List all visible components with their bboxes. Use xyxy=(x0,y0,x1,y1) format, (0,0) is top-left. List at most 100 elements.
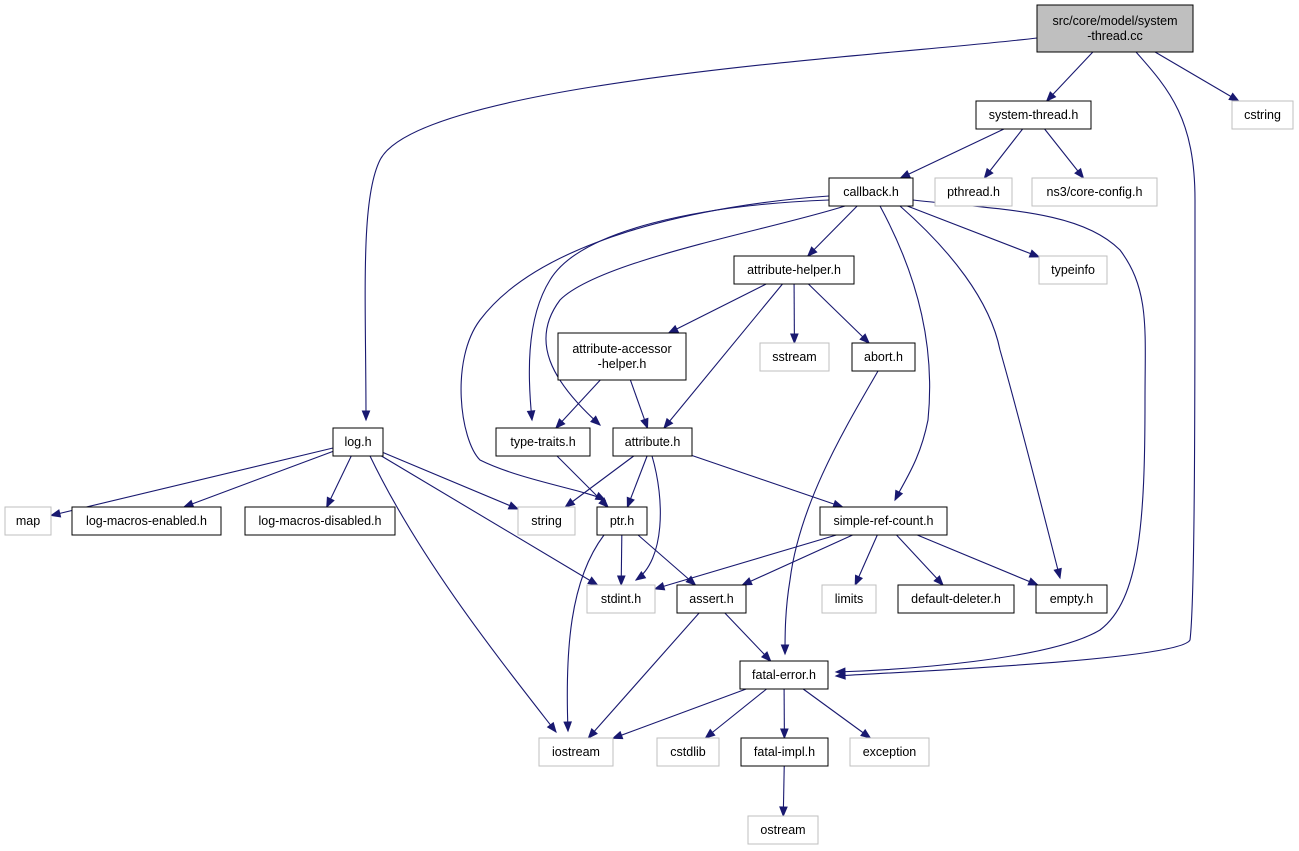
edge-line xyxy=(899,205,1061,579)
edge-line xyxy=(724,612,772,662)
node-default-deleter-h[interactable]: default-deleter.h xyxy=(897,584,1015,614)
edge-arrowhead xyxy=(616,575,626,587)
node-log-macros-enabled-h[interactable]: log-macros-enabled.h xyxy=(71,506,222,536)
node-typeinfo: typeinfo xyxy=(1038,255,1108,285)
edge-attribute-h-to-ptr-h xyxy=(626,455,648,509)
node-empty-h[interactable]: empty.h xyxy=(1035,584,1108,614)
edge-log-h-to-stdint-h xyxy=(381,455,599,586)
node-box xyxy=(849,737,930,767)
node-box xyxy=(740,737,829,767)
node-label: fatal-impl.h xyxy=(754,745,815,759)
node-label: log-macros-disabled.h xyxy=(259,514,382,528)
node-log-h[interactable]: log.h xyxy=(332,427,384,457)
edge-log-h-to-map xyxy=(49,447,334,518)
edge-arrowhead xyxy=(933,575,944,586)
edge-fatal-error-h-to-cstdlib xyxy=(704,688,767,739)
node-fatal-error-h[interactable]: fatal-error.h xyxy=(739,660,829,690)
node-label: ns3/core-config.h xyxy=(1047,185,1143,199)
node-abort-h[interactable]: abort.h xyxy=(851,342,916,372)
node-box xyxy=(656,737,720,767)
edge-line xyxy=(654,534,837,590)
edge-arrowhead xyxy=(859,333,871,344)
node-attribute-helper-h[interactable]: attribute-helper.h xyxy=(733,255,855,285)
edge-attribute-helper-h-to-sstream xyxy=(790,283,799,345)
node-label: iostream xyxy=(552,745,600,759)
node-iostream: iostream xyxy=(538,737,614,767)
node-box xyxy=(586,584,656,614)
edge-callback-h-to-fatal-error-h xyxy=(834,199,1146,677)
edge-line xyxy=(556,455,609,508)
node-root[interactable]: src/core/model/system-thread.cc xyxy=(1036,4,1194,53)
edge-root-to-log-h xyxy=(361,37,1038,422)
edge-line xyxy=(460,195,830,501)
node-label: -thread.cc xyxy=(1087,29,1143,43)
edge-arrowhead xyxy=(1028,249,1041,258)
edge-simple-ref-count-h-to-assert-h xyxy=(741,534,853,586)
edge-fatal-impl-h-to-ostream xyxy=(779,765,788,818)
edge-arrowhead xyxy=(507,501,520,510)
edge-arrowhead xyxy=(626,496,635,509)
node-box xyxy=(612,427,693,457)
node-label: stdint.h xyxy=(601,592,641,606)
edge-line xyxy=(381,455,598,586)
edge-line xyxy=(369,455,557,733)
node-box xyxy=(332,427,384,457)
edge-type-traits-h-to-ptr-h xyxy=(556,455,609,508)
node-log-macros-disabled-h[interactable]: log-macros-disabled.h xyxy=(244,506,396,536)
edge-system-thread-h-to-core-config-h xyxy=(1044,128,1085,180)
edge-line xyxy=(784,370,879,655)
edge-line xyxy=(917,534,1038,586)
node-box xyxy=(596,506,648,536)
edge-line xyxy=(364,37,1038,421)
node-attribute-accessor-helper-h[interactable]: attribute-accessor-helper.h xyxy=(557,332,687,381)
node-label: ostream xyxy=(760,823,805,837)
edge-callback-h-to-type-traits-h xyxy=(526,199,830,422)
node-assert-h[interactable]: assert.h xyxy=(676,584,747,614)
edge-abort-h-to-fatal-error-h xyxy=(780,370,879,656)
edge-arrowhead xyxy=(1053,567,1062,580)
edge-arrowhead xyxy=(1228,92,1240,102)
edge-ptr-h-to-iostream xyxy=(563,534,605,733)
edge-root-to-cstring xyxy=(1154,51,1240,102)
node-type-traits-h[interactable]: type-traits.h xyxy=(495,427,591,457)
edge-line xyxy=(587,612,700,739)
edge-callback-h-to-empty-h xyxy=(899,205,1062,580)
node-label: simple-ref-count.h xyxy=(833,514,933,528)
edge-line xyxy=(835,51,1196,677)
edge-line xyxy=(1044,128,1084,179)
edge-line xyxy=(382,451,519,510)
node-callback-h[interactable]: callback.h xyxy=(828,177,914,207)
edge-arrowhead xyxy=(590,415,602,426)
edge-line xyxy=(896,534,944,586)
node-label: sstream xyxy=(772,350,816,364)
node-attribute-h[interactable]: attribute.h xyxy=(612,427,693,457)
node-label: string xyxy=(531,514,562,528)
node-label: system-thread.h xyxy=(989,108,1079,122)
node-exception: exception xyxy=(849,737,930,767)
edge-line xyxy=(983,128,1024,179)
edge-arrowhead xyxy=(779,806,788,818)
node-box xyxy=(1031,177,1158,207)
node-simple-ref-count-h[interactable]: simple-ref-count.h xyxy=(819,506,948,536)
node-ptr-h[interactable]: ptr.h xyxy=(596,506,648,536)
edge-arrowhead xyxy=(1027,577,1040,586)
node-box xyxy=(851,342,916,372)
edge-line xyxy=(807,205,858,257)
edge-log-h-to-log-macros-disabled-h xyxy=(326,455,352,509)
edge-arrowhead xyxy=(790,333,799,345)
edge-line xyxy=(637,534,696,586)
node-map: map xyxy=(4,506,52,536)
node-label: assert.h xyxy=(689,592,734,606)
edges-layer xyxy=(49,37,1240,818)
edge-line xyxy=(900,128,1005,179)
node-fatal-impl-h[interactable]: fatal-impl.h xyxy=(740,737,829,767)
edge-attribute-h-to-simple-ref-count-h xyxy=(691,454,844,509)
node-box xyxy=(733,255,855,285)
edge-arrowhead xyxy=(555,418,566,429)
edge-attribute-h-to-stdint-h xyxy=(634,455,661,581)
edge-line xyxy=(663,283,783,429)
node-system-thread-h[interactable]: system-thread.h xyxy=(975,100,1092,130)
edge-arrowhead xyxy=(780,728,789,740)
node-box xyxy=(676,584,747,614)
